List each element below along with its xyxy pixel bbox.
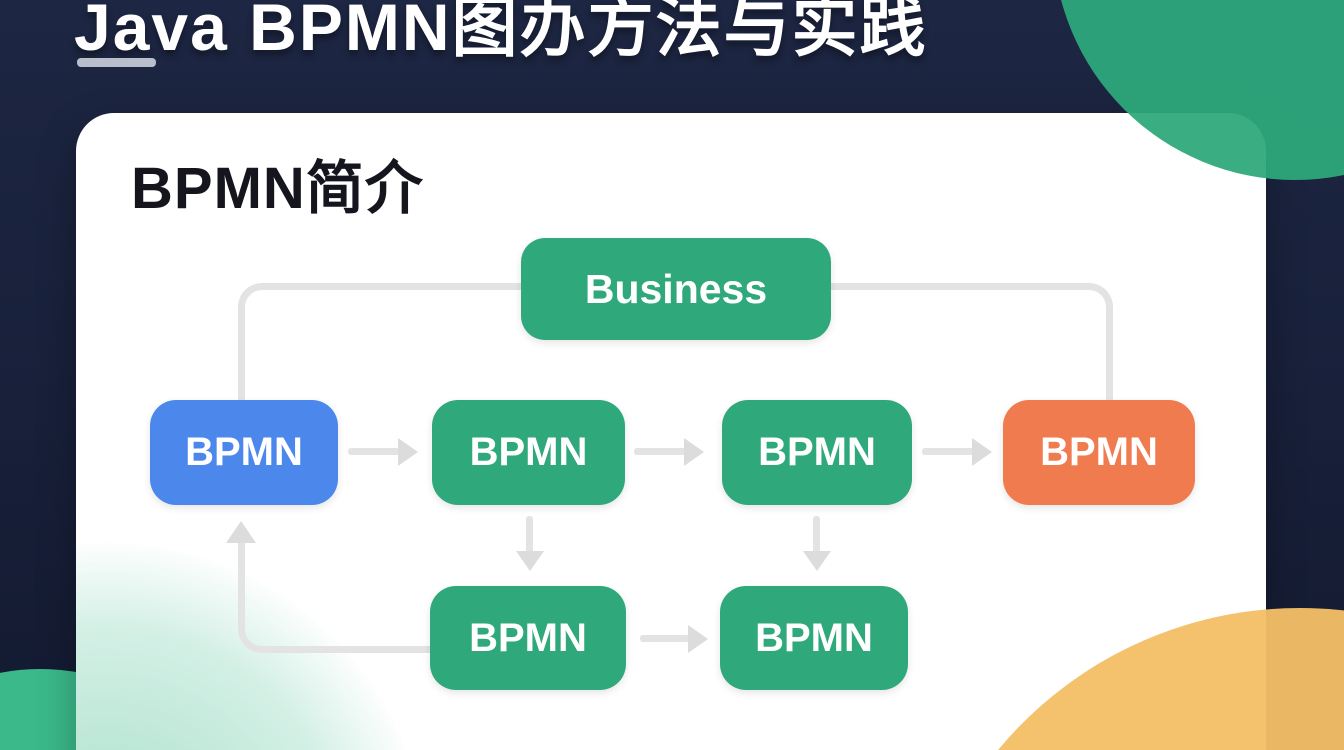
arrowhead-right-icon <box>398 438 418 466</box>
connector-business-to-bpmn1 <box>238 283 528 403</box>
node-bpmn-1: BPMN <box>150 400 338 505</box>
node-bpmn-4: BPMN <box>1003 400 1195 505</box>
arrowhead-down-icon <box>516 551 544 571</box>
node-business: Business <box>521 238 831 340</box>
node-bpmn-2: BPMN <box>432 400 625 505</box>
node-bpmn-3: BPMN <box>722 400 912 505</box>
connector-bpmn5-to-bpmn6 <box>640 635 690 642</box>
arrowhead-right-icon <box>972 438 992 466</box>
node-bpmn-6: BPMN <box>720 586 908 690</box>
section-heading: BPMN简介 <box>131 156 424 221</box>
connector-bpmn1-to-bpmn2 <box>348 448 400 455</box>
connector-bpmn2-to-bpmn3 <box>634 448 686 455</box>
arrowhead-right-icon <box>688 625 708 653</box>
connector-bpmn3-to-bpmn6 <box>813 516 820 554</box>
arrowhead-up-icon <box>226 521 256 543</box>
content-card: BPMN简介 Business BPMN BPMN BPMN BPMN BPMN… <box>76 113 1266 750</box>
connector-business-to-bpmn4 <box>831 283 1113 403</box>
arrowhead-right-icon <box>684 438 704 466</box>
title-underline <box>77 58 156 67</box>
connector-loop-bpmn5-to-bpmn1 <box>238 543 437 653</box>
page-title: Java BPMN图办方法与实践 <box>74 0 928 64</box>
connector-bpmn2-to-bpmn5 <box>526 516 533 554</box>
arrowhead-down-icon <box>803 551 831 571</box>
connector-bpmn3-to-bpmn4 <box>922 448 974 455</box>
node-bpmn-5: BPMN <box>430 586 626 690</box>
